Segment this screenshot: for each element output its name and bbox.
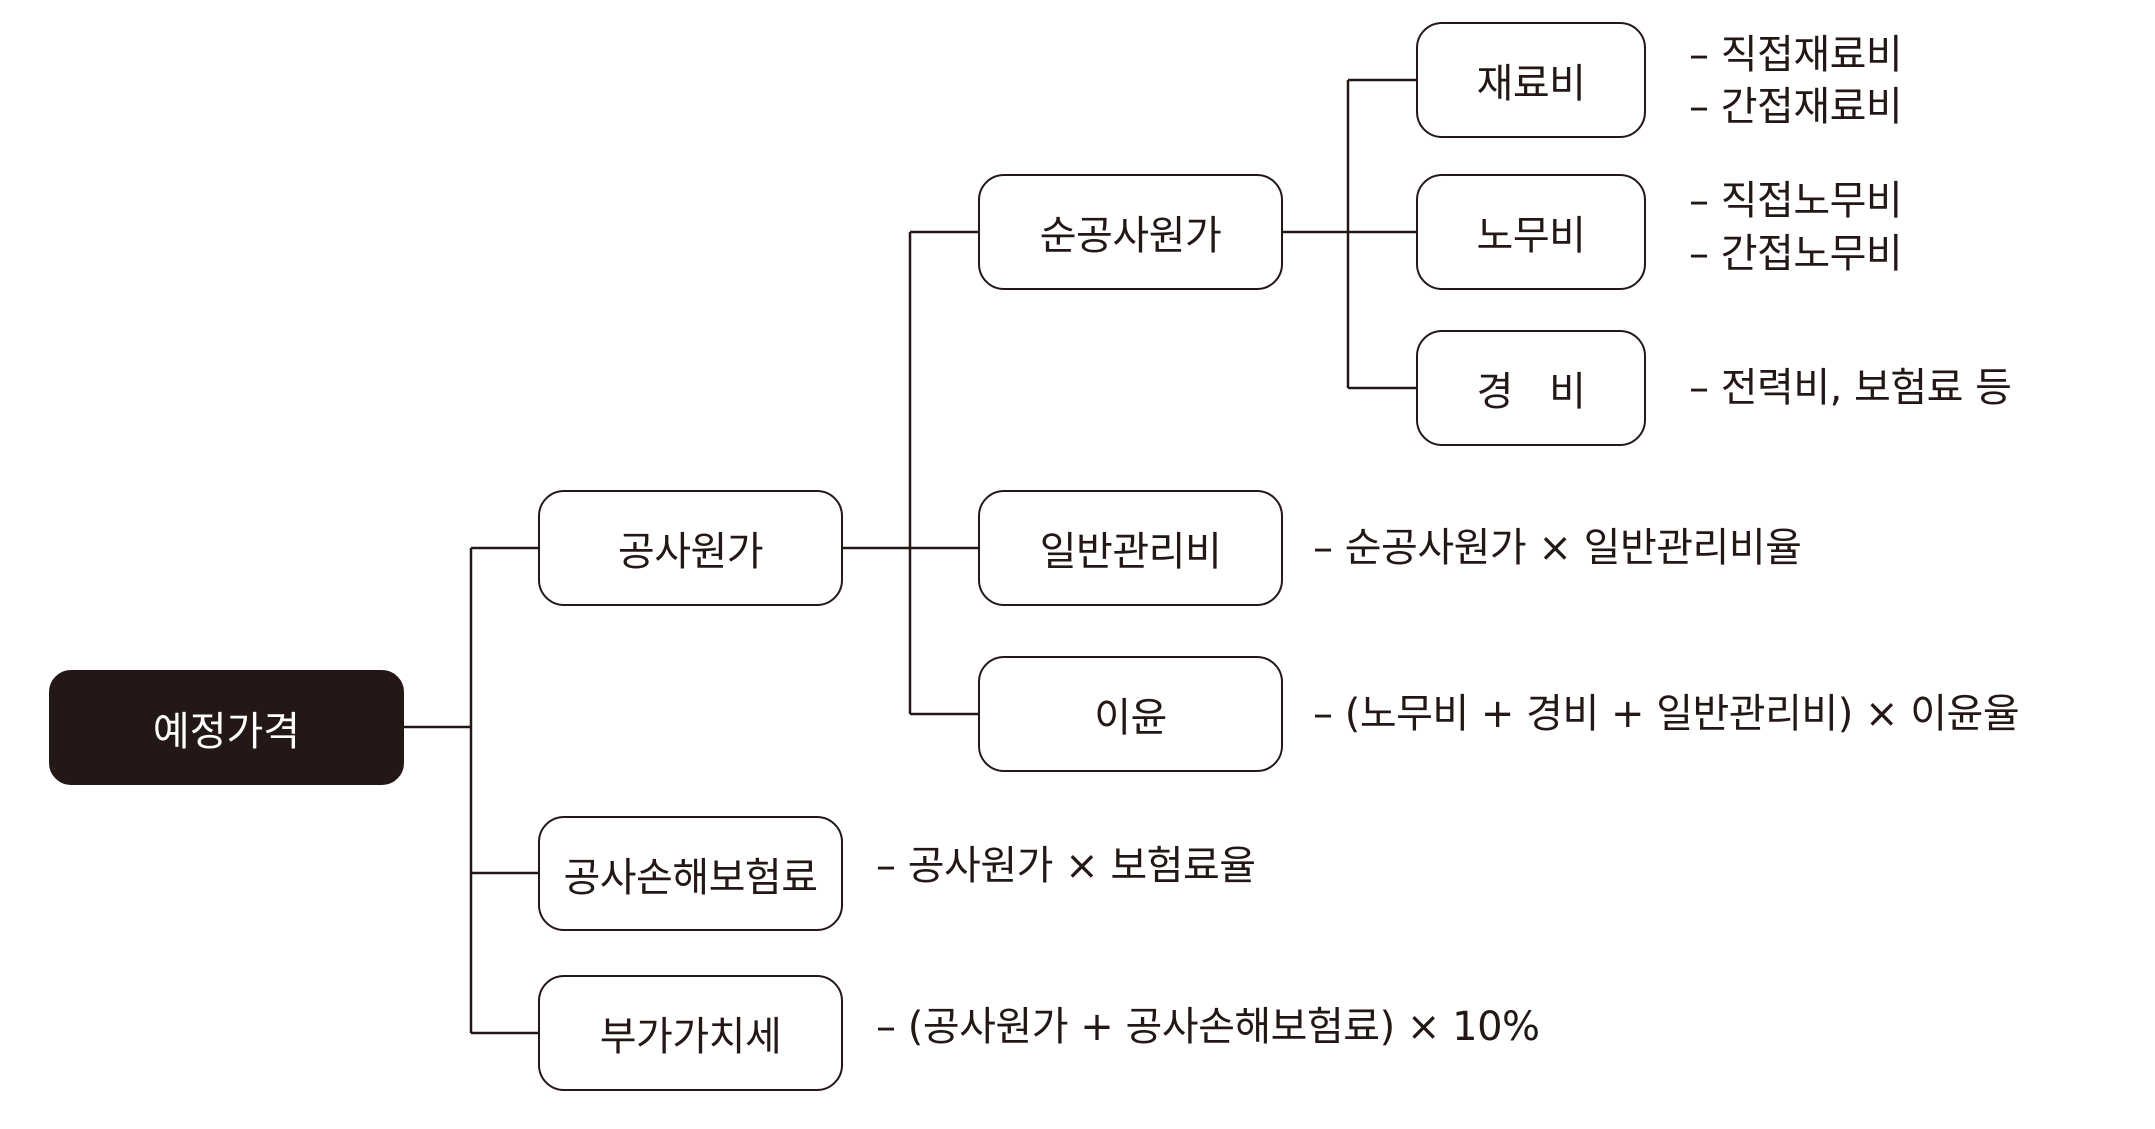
node-net-cost-label: 순공사원가 xyxy=(1039,213,1222,259)
note-indirect-material: – 간접재료비 xyxy=(1689,84,1903,130)
note-indirect-labor: – 간접노무비 xyxy=(1689,231,1903,277)
node-construction-cost: 공사원가 xyxy=(538,490,843,606)
note-expense: – 전력비, 보험료 등 xyxy=(1689,365,2012,411)
node-material-label: 재료비 xyxy=(1476,61,1586,107)
node-profit-label: 이윤 xyxy=(1094,695,1167,741)
root-node-estimated-price: 예정가격 xyxy=(49,670,404,785)
note-vat-formula: – (공사원가 + 공사손해보험료) × 10% xyxy=(876,1004,1540,1050)
note-insurance-formula: – 공사원가 × 보험료율 xyxy=(876,843,1256,889)
node-overhead-label: 일반관리비 xyxy=(1039,529,1222,575)
node-profit: 이윤 xyxy=(978,656,1283,772)
node-insurance-label: 공사손해보험료 xyxy=(563,854,818,901)
note-direct-material: – 직접재료비 xyxy=(1689,32,1903,78)
node-overhead: 일반관리비 xyxy=(978,490,1283,606)
node-expense-label: 경 비 xyxy=(1476,369,1586,415)
note-direct-labor: – 직접노무비 xyxy=(1689,178,1903,224)
node-net-cost: 순공사원가 xyxy=(978,174,1283,290)
node-labor: 노무비 xyxy=(1416,174,1646,290)
node-material: 재료비 xyxy=(1416,22,1646,138)
note-overhead-formula: – 순공사원가 × 일반관리비율 xyxy=(1313,525,1802,571)
node-expense: 경 비 xyxy=(1416,330,1646,446)
node-construction-cost-label: 공사원가 xyxy=(617,529,764,575)
node-labor-label: 노무비 xyxy=(1476,213,1586,259)
root-node-label: 예정가격 xyxy=(152,708,301,755)
node-vat-label: 부가가치세 xyxy=(599,1014,782,1060)
note-profit-formula: – (노무비 + 경비 + 일반관리비) × 이윤율 xyxy=(1313,691,2020,737)
node-vat: 부가가치세 xyxy=(538,975,843,1091)
node-insurance: 공사손해보험료 xyxy=(538,816,843,931)
